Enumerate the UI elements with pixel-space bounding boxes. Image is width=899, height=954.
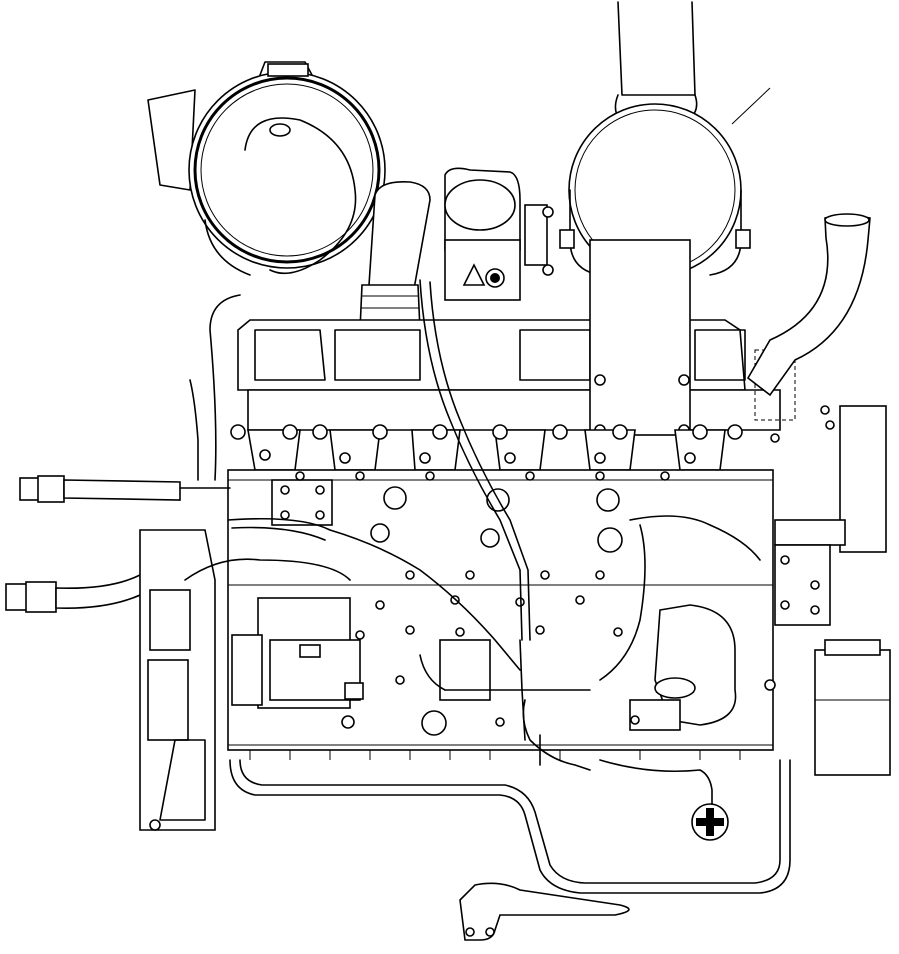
exhaust-manifold <box>237 319 781 431</box>
muffler <box>559 103 751 277</box>
turbocharger <box>444 167 554 301</box>
starter-motor <box>231 597 364 709</box>
air-cleaner <box>147 61 386 276</box>
oil-pan-pipe <box>229 759 791 941</box>
wire-harness <box>184 279 761 813</box>
right-elbow-pipe <box>746 213 871 397</box>
block-bolts <box>295 471 670 727</box>
sensor-disc <box>691 803 729 841</box>
left-connectors <box>5 475 231 613</box>
heat-shield-box <box>589 239 796 436</box>
right-accessories <box>764 405 891 776</box>
water-pump <box>629 604 737 731</box>
base-bolts <box>249 750 741 760</box>
flywheel-housing <box>139 529 216 831</box>
manifold-ports <box>230 424 743 471</box>
